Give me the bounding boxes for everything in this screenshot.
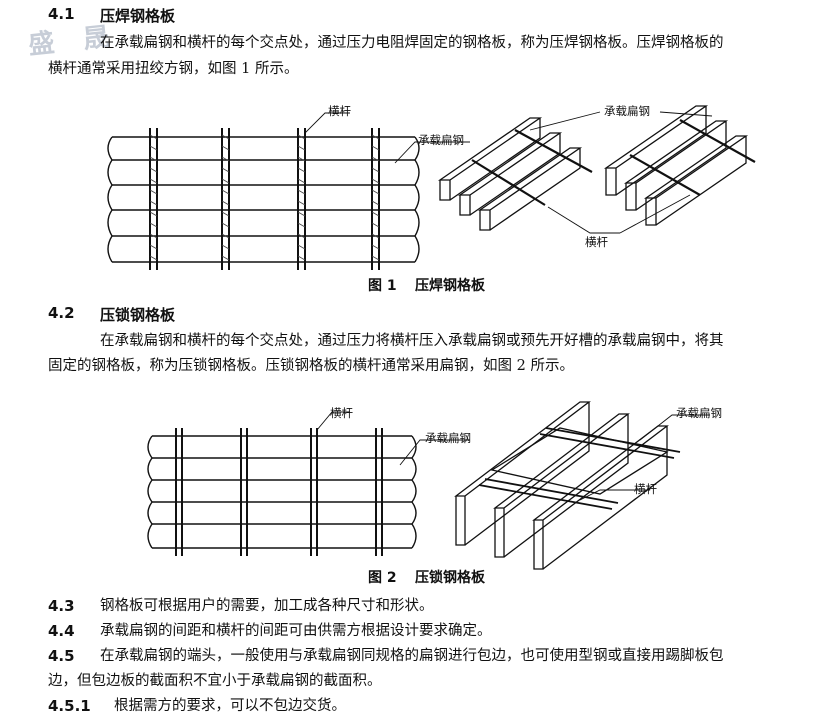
section-4-5-para-line2: 边，但包边板的截面积不宜小于承载扁钢的截面积。 [48, 673, 382, 689]
figure-2-caption-title: 压锁钢格板 [415, 570, 485, 586]
section-4-1-para-line2: 横杆通常采用扭绞方钢，如图 1 所示。 [48, 61, 299, 77]
figure-2-label-bearing-bar-right: 承载扁钢 [676, 406, 722, 420]
section-4-1-title: 压焊钢格板 [100, 7, 176, 25]
section-4-5-para-line1: 在承载扁钢的端头，一般使用与承载扁钢同规格的扁钢进行包边，也可使用型钢或直接用踢… [100, 648, 724, 664]
section-4-4-text: 承载扁钢的间距和横杆的间距可由供需方根据设计要求确定。 [100, 623, 492, 639]
section-4-4-number: 4.4 [48, 622, 75, 640]
section-4-2-number: 4.2 [48, 304, 75, 322]
section-4-2-para-line2: 固定的钢格板，称为压锁钢格板。压锁钢格板的横杆通常采用扁钢，如图 2 所示。 [48, 358, 574, 374]
figure-2-label-crossbar-left: 横杆 [330, 406, 353, 420]
figure-1-label-bearing-bar-left: 承载扁钢 [418, 133, 464, 147]
figure-1-label-crossbar-right: 横杆 [585, 235, 608, 249]
figure-1-caption-title: 压焊钢格板 [415, 278, 485, 294]
section-4-5-number: 4.5 [48, 647, 75, 665]
section-4-3-number: 4.3 [48, 597, 75, 615]
section-4-3-text: 钢格板可根据用户的需要，加工成各种尺寸和形状。 [100, 598, 434, 614]
section-4-2-title: 压锁钢格板 [100, 306, 176, 324]
section-4-2-para-line1: 在承载扁钢和横杆的每个交点处，通过压力将横杆压入承载扁钢或预先开好槽的承载扁钢中… [100, 333, 724, 349]
section-4-5-1-number: 4.5.1 [48, 697, 91, 715]
figure-1-label-crossbar-left: 横杆 [328, 104, 351, 118]
section-4-1-number: 4.1 [48, 5, 75, 23]
figure-2-caption-number: 图 2 [368, 570, 397, 586]
section-4-1-para-line1: 在承载扁钢和横杆的每个交点处，通过压力电阻焊固定的钢格板，称为压焊钢格板。压焊钢… [100, 35, 724, 51]
figure-1-label-bearing-bar-right: 承载扁钢 [604, 104, 650, 118]
figure-2-label-crossbar-right: 横杆 [634, 482, 657, 496]
figure-1-caption-number: 图 1 [368, 278, 397, 294]
section-4-5-1-text: 根据需方的要求，可以不包边交货。 [114, 698, 346, 714]
figure-2-label-bearing-bar-left: 承载扁钢 [425, 431, 471, 445]
